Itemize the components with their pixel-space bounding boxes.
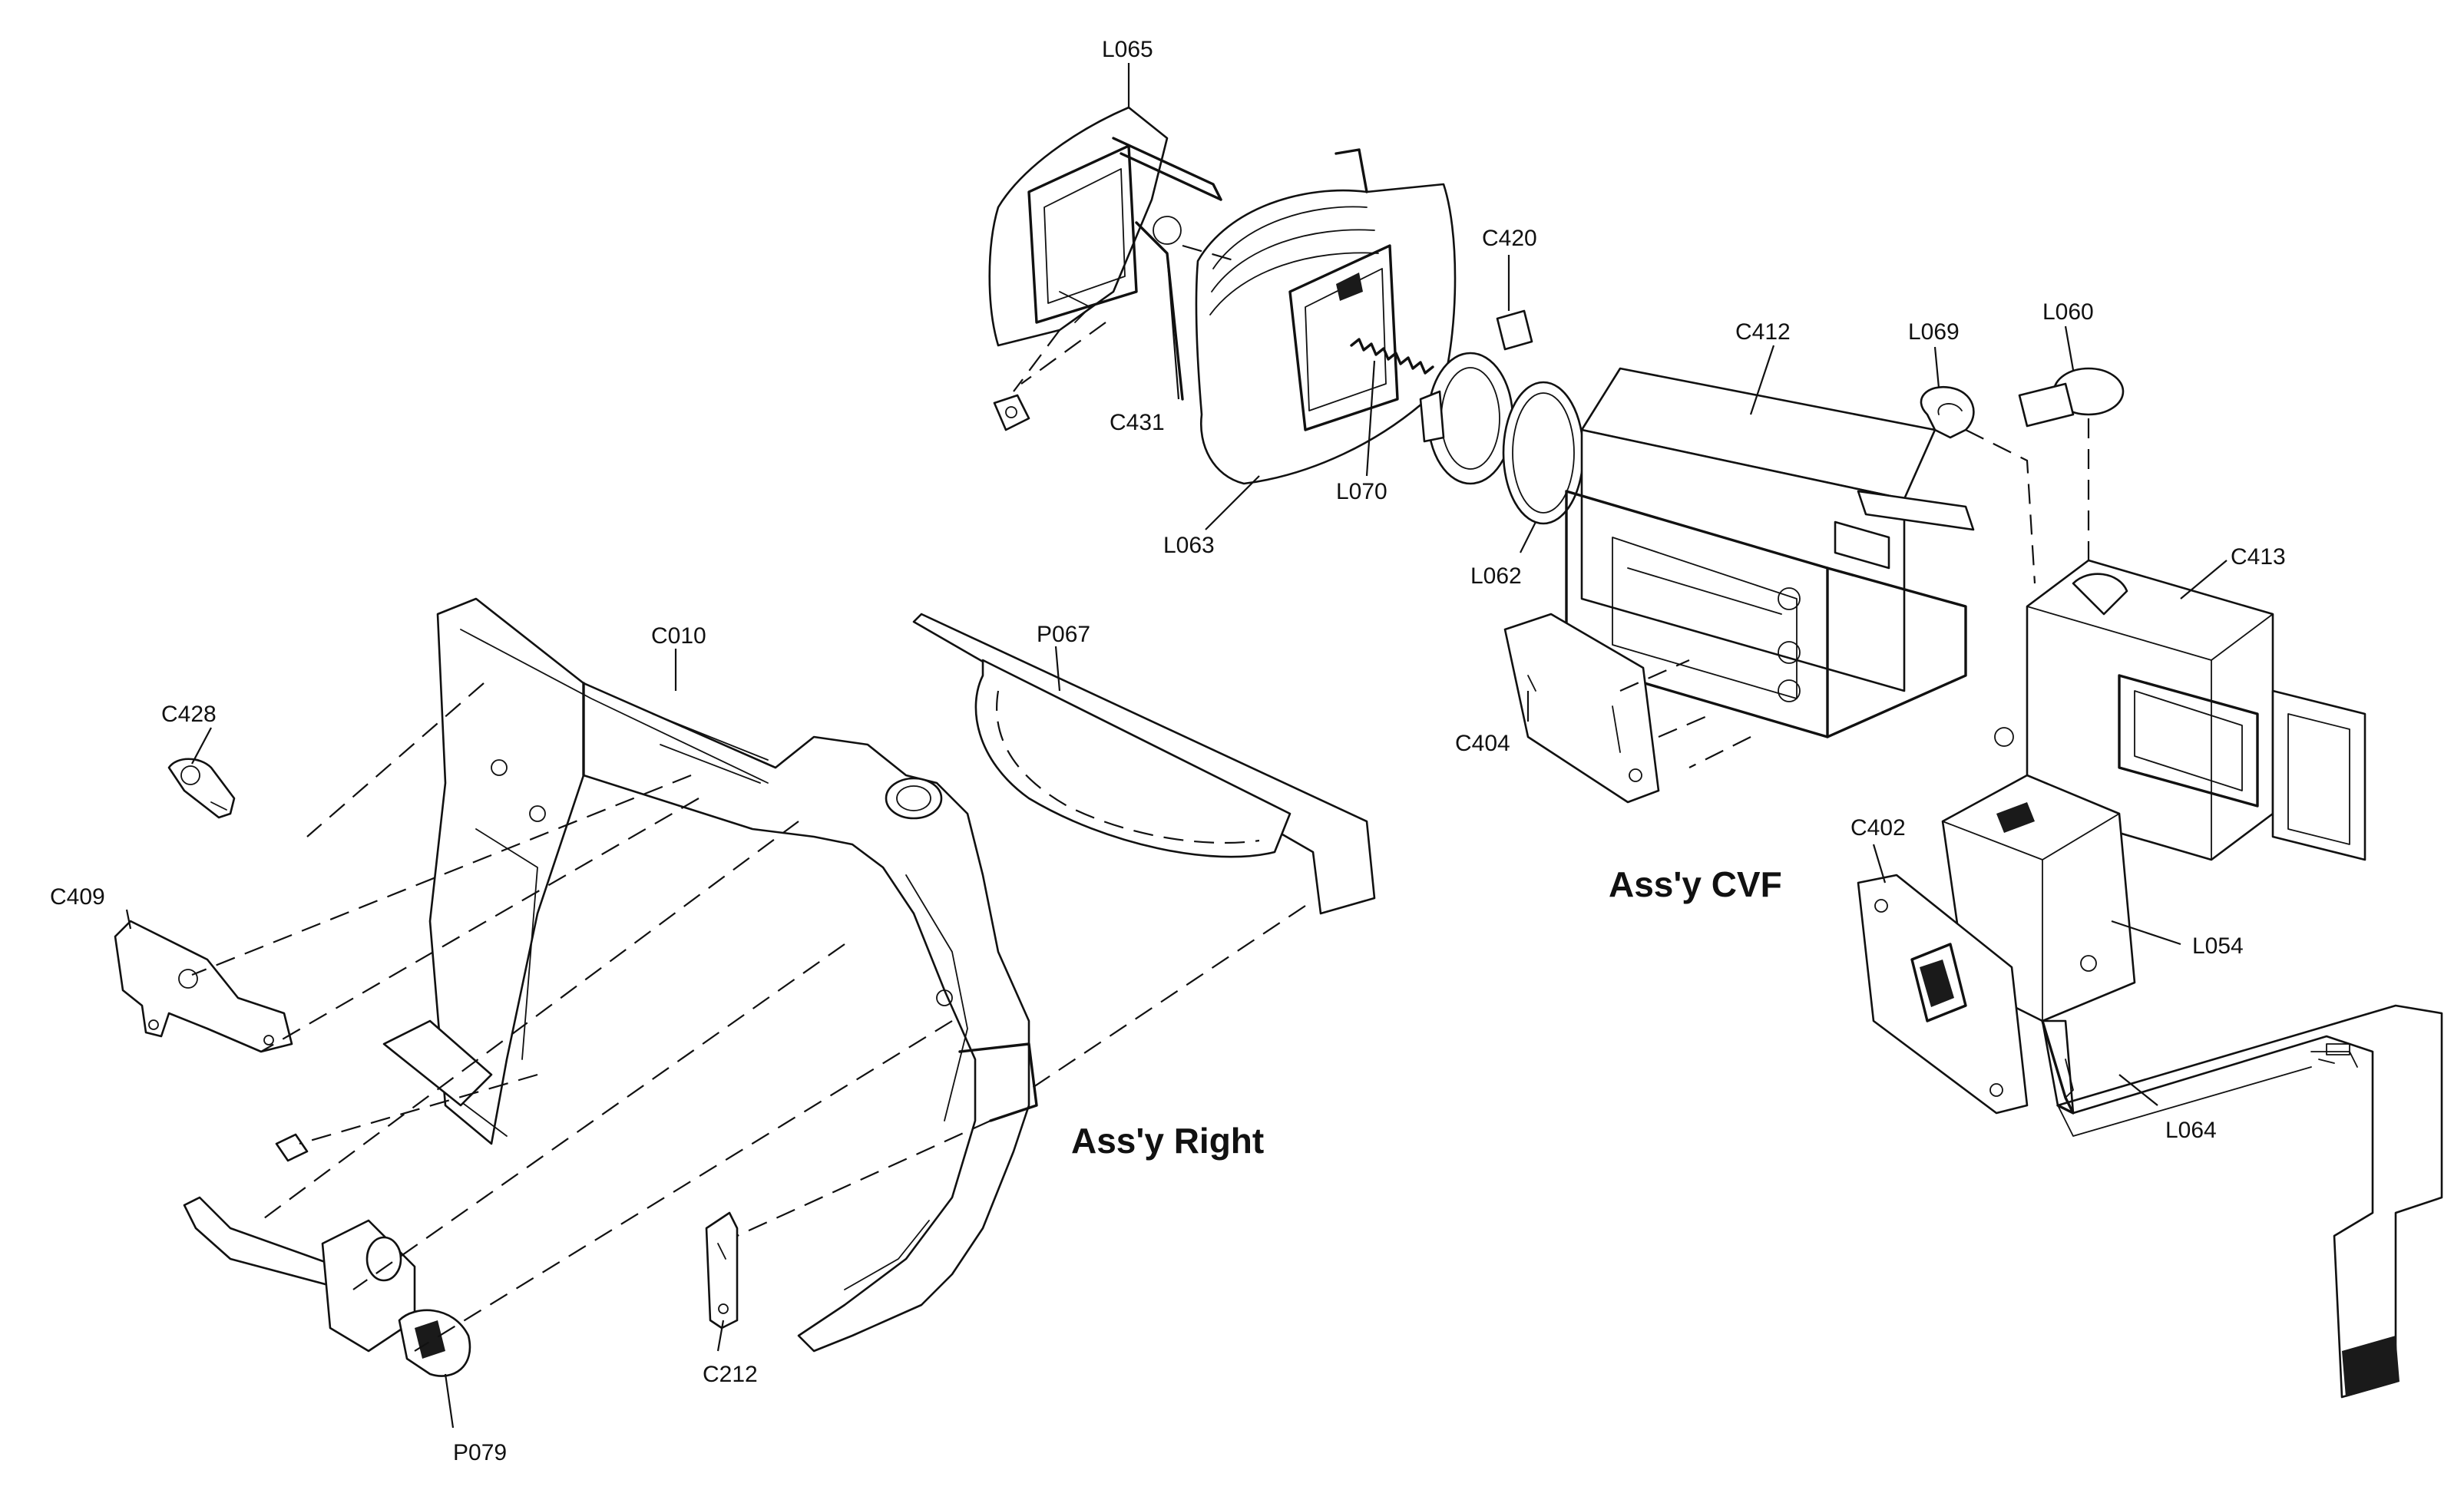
label-l064: L064 xyxy=(2165,1118,2217,1143)
part-l069-clip xyxy=(1920,385,1975,439)
label-l054: L054 xyxy=(2192,933,2244,959)
label-l060: L060 xyxy=(2042,299,2094,325)
label-l062: L062 xyxy=(1470,563,1522,589)
label-c420: C420 xyxy=(1482,226,1537,251)
label-c412: C412 xyxy=(1735,319,1791,345)
assembly-title-cvf: Ass'y CVF xyxy=(1609,864,1782,904)
leader-lines xyxy=(125,63,2228,1429)
part-c010-main-frame xyxy=(382,597,1038,1353)
part-l064-connector-tab xyxy=(2065,1043,2350,1098)
part-c404-bracket xyxy=(1503,613,1660,804)
label-l065: L065 xyxy=(1102,37,1153,62)
part-l064-flex-cable xyxy=(2041,1004,2443,1399)
part-c409 xyxy=(114,920,293,1053)
label-c431: C431 xyxy=(1110,410,1165,435)
label-c402: C402 xyxy=(1850,815,1906,841)
label-l063: L063 xyxy=(1163,533,1215,558)
part-c212 xyxy=(705,1211,739,1330)
part-c412-cvf-casing xyxy=(1565,367,1975,738)
part-l062-lens xyxy=(1502,381,1585,525)
part-p067-sheet xyxy=(912,613,1376,915)
label-c409: C409 xyxy=(50,884,105,910)
label-c212: C212 xyxy=(703,1362,758,1387)
assembly-dashed-lines xyxy=(191,244,2090,1352)
label-c404: C404 xyxy=(1455,731,1510,756)
label-c413: C413 xyxy=(2231,544,2286,570)
part-small-plate xyxy=(275,1133,309,1162)
part-c428 xyxy=(167,758,236,819)
label-c428: C428 xyxy=(161,702,217,727)
part-c402-plate xyxy=(1857,874,2029,1115)
part-l070-spring xyxy=(1350,338,1434,375)
label-l070: L070 xyxy=(1336,479,1387,504)
assembly-title-right: Ass'y Right xyxy=(1071,1121,1264,1161)
part-labels: L065 C431 L063 L070 C420 L062 C412 L069 … xyxy=(50,37,2286,1465)
part-small-square-clip xyxy=(993,394,1030,431)
label-p067: P067 xyxy=(1037,622,1090,647)
label-p079: P079 xyxy=(453,1440,507,1465)
label-c010: C010 xyxy=(651,623,706,649)
part-l065-eyecup-frame xyxy=(988,106,1222,401)
part-l063-eyepiece-housing xyxy=(1195,148,1457,485)
part-p079-switch xyxy=(183,1196,471,1377)
part-l060-cap xyxy=(2018,367,2125,428)
label-l069: L069 xyxy=(1908,319,1960,345)
